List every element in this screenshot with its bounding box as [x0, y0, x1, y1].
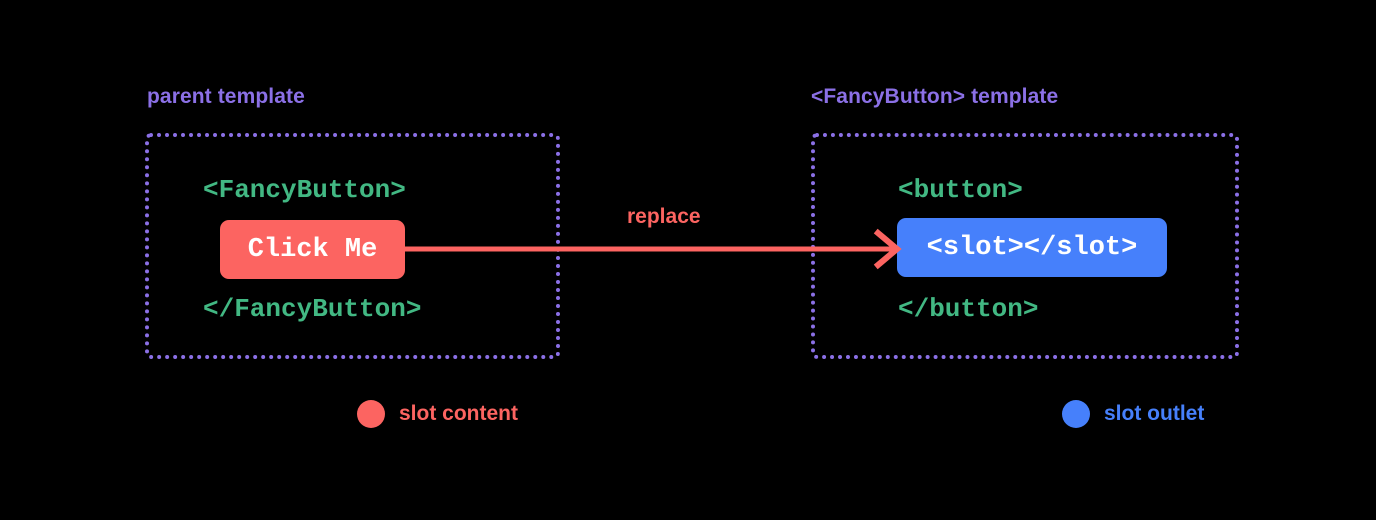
- slot-outlet-dot-icon: [1062, 400, 1090, 428]
- slot-content-dot-icon: [357, 400, 385, 428]
- code-line-close-fancybutton: </FancyButton>: [203, 294, 422, 324]
- parent-template-box: [145, 133, 560, 359]
- parent-template-caption: parent template: [147, 85, 305, 108]
- legend-label-slot-content: slot content: [399, 402, 518, 425]
- slot-content-chip[interactable]: Click Me: [220, 220, 405, 279]
- code-line-open-fancybutton: <FancyButton>: [203, 175, 406, 205]
- replace-arrow-label: replace: [627, 205, 701, 228]
- code-line-close-button: </button>: [898, 294, 1039, 324]
- fancybutton-template-box: [811, 133, 1239, 359]
- replace-arrow-icon: [404, 228, 902, 270]
- legend-item-slot-content: slot content: [357, 400, 518, 428]
- replace-arrow: [404, 226, 904, 272]
- legend-item-slot-outlet: slot outlet: [1062, 400, 1204, 428]
- code-line-open-button: <button>: [898, 175, 1023, 205]
- slot-outlet-chip[interactable]: <slot></slot>: [897, 218, 1167, 277]
- fancybutton-template-caption: <FancyButton> template: [811, 85, 1059, 108]
- legend-label-slot-outlet: slot outlet: [1104, 402, 1205, 425]
